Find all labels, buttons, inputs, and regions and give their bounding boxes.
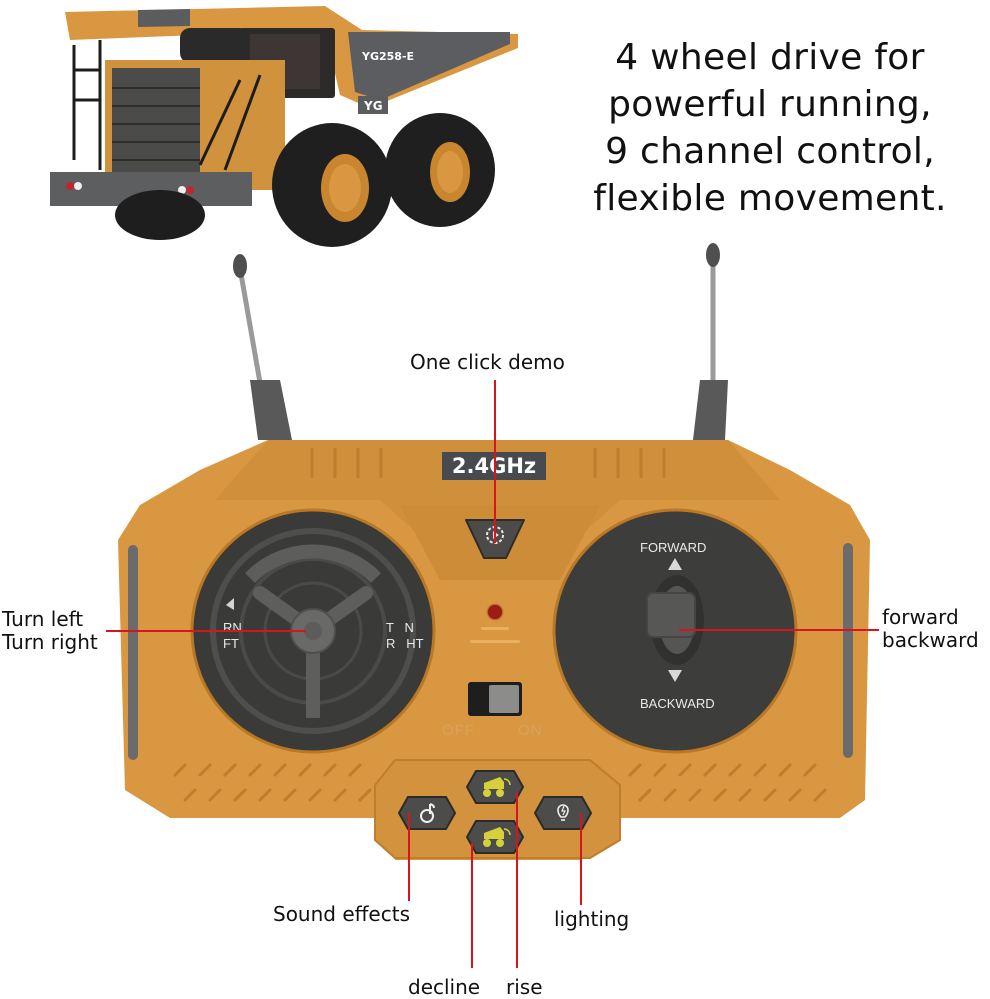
leader-drive (679, 629, 879, 631)
leader-rise (516, 792, 518, 968)
decline-button[interactable] (465, 820, 525, 854)
callout-lighting: lighting (554, 907, 630, 931)
dump-truck-decline-icon (483, 827, 511, 847)
lighting-button[interactable] (533, 796, 593, 830)
led-slot-2 (470, 640, 520, 643)
model-label: YG258-E (361, 50, 414, 63)
leader-steer (106, 630, 306, 632)
leader-sound (408, 813, 410, 901)
headline-line-4: flexible movement. (593, 178, 947, 219)
left-antenna-icon (233, 254, 292, 440)
headline-line-3: 9 channel control, (605, 131, 935, 172)
forward-arrow-icon (668, 558, 682, 570)
callout-forward: forward (882, 605, 959, 629)
power-switch[interactable] (468, 682, 522, 716)
badge-label: YG (363, 99, 383, 113)
backward-arrow-icon (668, 670, 682, 682)
callout-decline: decline (408, 975, 481, 999)
switch-on-label: ON (518, 722, 543, 739)
forward-label: FORWARD (640, 540, 707, 555)
dial-right-label-1: T N (386, 620, 414, 635)
callout-backward: backward (882, 628, 979, 652)
headline-line-2: powerful running, (608, 84, 932, 125)
callout-sound-effects: Sound effects (273, 902, 410, 926)
rise-button[interactable] (465, 770, 525, 804)
switch-off-label: OFF (442, 722, 475, 739)
power-led (488, 605, 502, 619)
dump-truck-rise-icon (483, 777, 511, 797)
sound-button[interactable] (397, 796, 457, 830)
dial-left-label-2: FT (223, 636, 239, 651)
leader-decline (471, 843, 473, 968)
power-switch-knob[interactable] (489, 685, 519, 713)
steering-wheel[interactable]: RN FT T N R HT (190, 508, 436, 754)
dial-left-label-1: RN (223, 620, 242, 635)
callout-rise: rise (506, 975, 543, 999)
light-bulb-icon (557, 804, 569, 821)
led-slot-1 (481, 627, 509, 630)
dump-truck-image: YG258-E YG (40, 0, 530, 250)
headline-line-1: 4 wheel drive for (615, 37, 925, 78)
leader-demo (494, 380, 496, 543)
backward-label: BACKWARD (640, 696, 715, 711)
callout-demo: One click demo (410, 350, 565, 374)
throttle-lever[interactable]: FORWARD BACKWARD (552, 508, 798, 754)
dial-right-label-2: R HT (386, 636, 424, 651)
right-antenna-icon (693, 243, 728, 440)
callout-turn-left: Turn left (2, 607, 84, 631)
music-note-icon (420, 803, 435, 823)
remote-controller: 2.4GHz OFF ON RN FT (0, 240, 990, 870)
leader-lighting (580, 813, 582, 905)
dump-truck-icon: YG258-E YG (50, 6, 518, 247)
headline: 4 wheel drive for powerful running, 9 ch… (560, 34, 980, 222)
callout-turn-right: Turn right (2, 630, 98, 654)
